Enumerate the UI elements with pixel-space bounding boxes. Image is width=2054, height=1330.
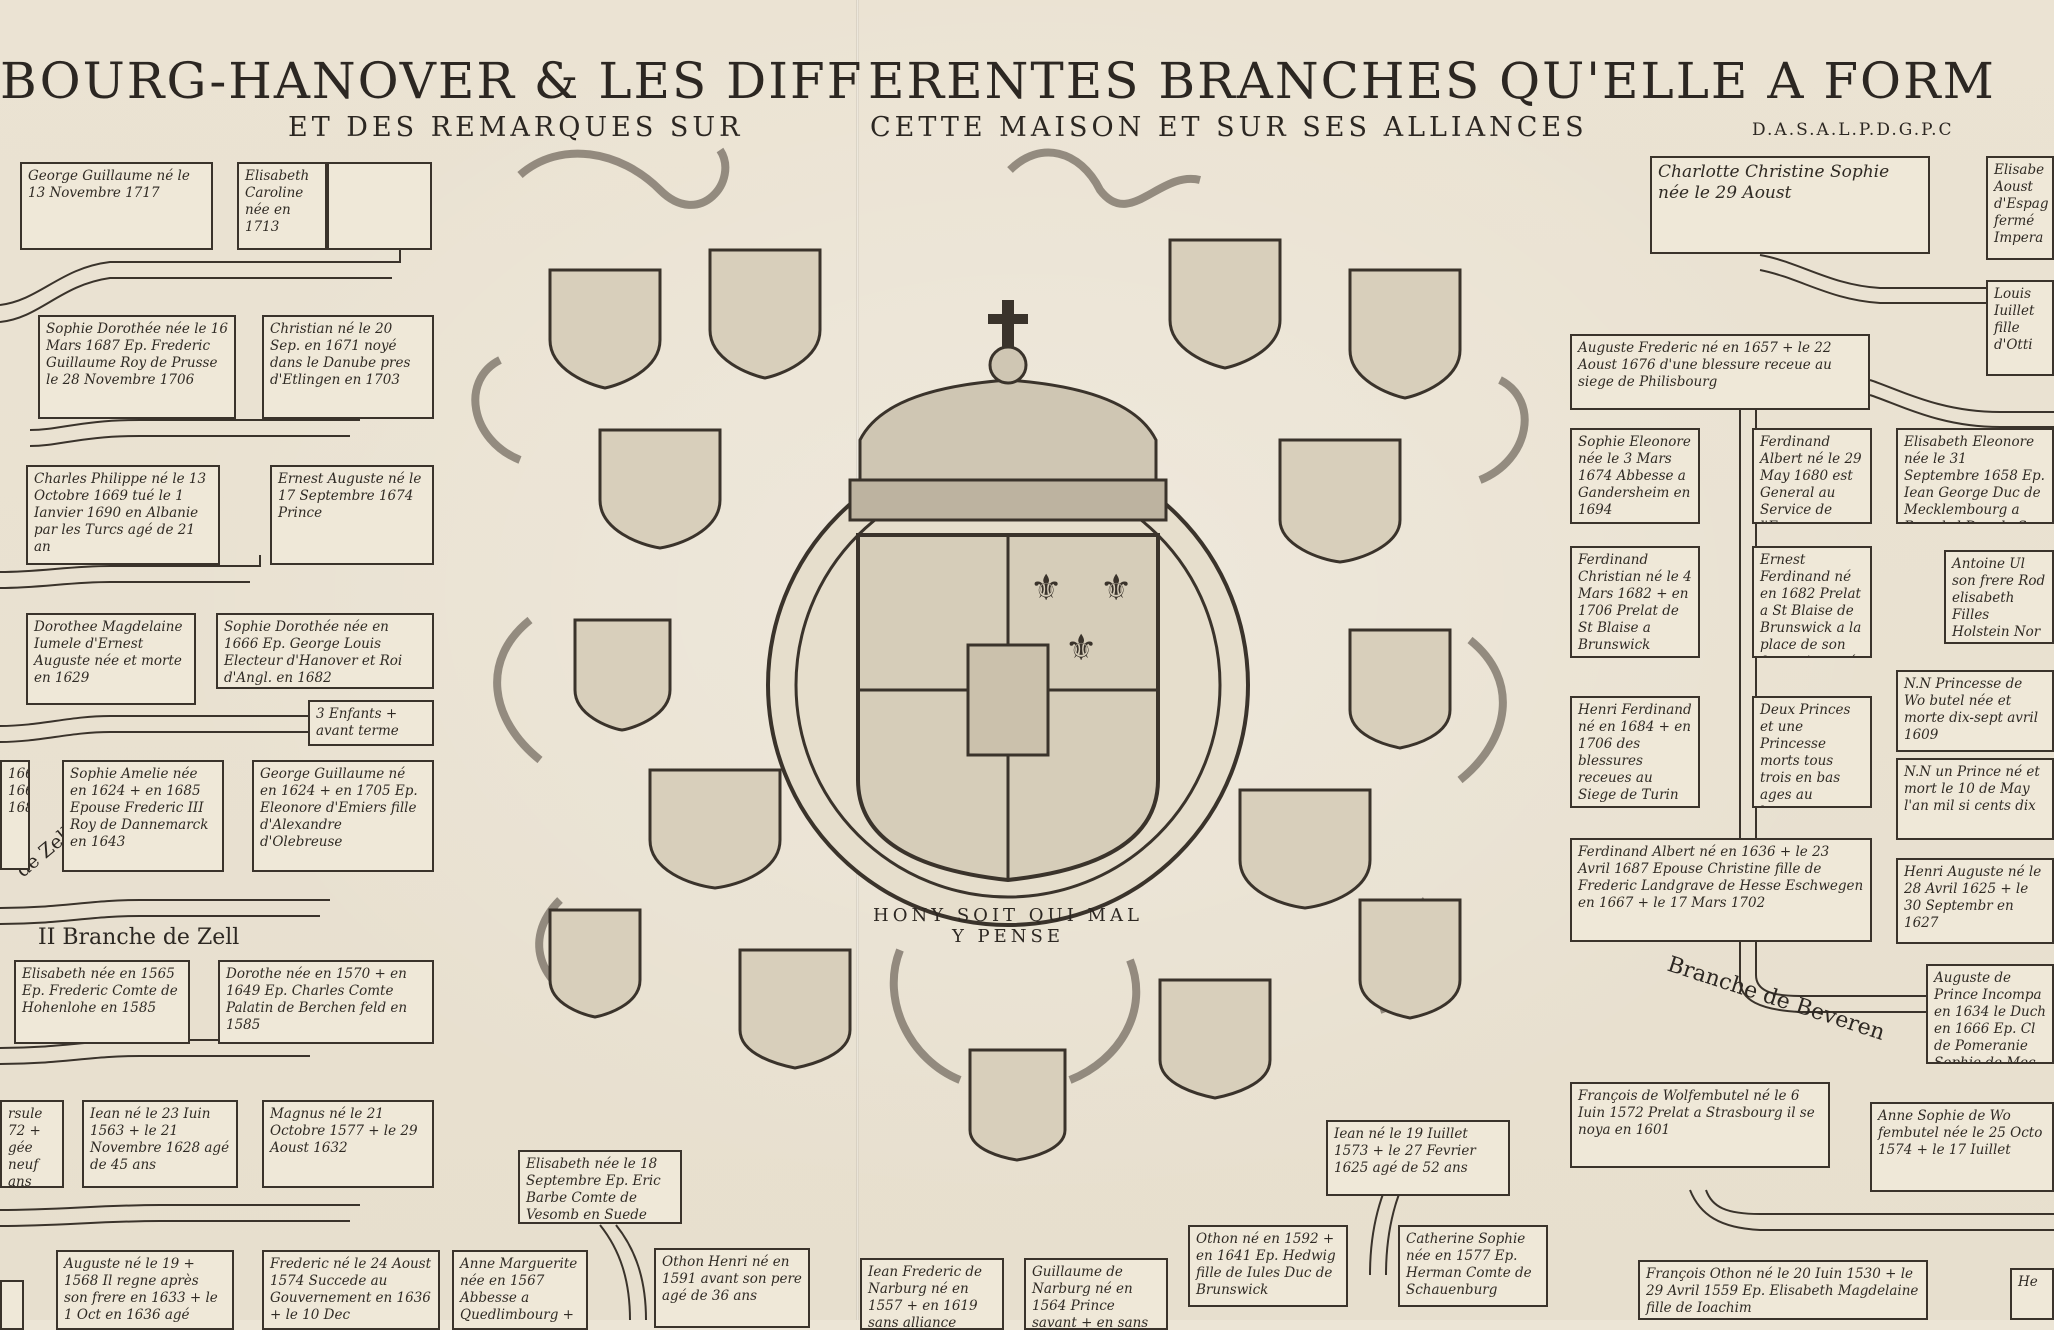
genealogy-box: Elisabeth née en 1565 Ep. Frederic Comte… xyxy=(14,960,190,1044)
genealogy-box: Auguste né le 19 + 1568 Il regne après s… xyxy=(56,1250,234,1330)
genealogy-box: Iean né le 19 Iuillet 1573 + le 27 Fevri… xyxy=(1326,1120,1510,1196)
subtitle-part-2: CETTE MAISON ET SUR SES ALLIANCES xyxy=(870,112,1588,143)
genealogy-box: Henri Auguste né le 28 Avril 1625 + le 3… xyxy=(1896,858,2054,944)
subtitle-initials: D.A.S.A.L.P.D.G.P.C xyxy=(1752,120,1954,140)
genealogy-box: Ernest Auguste né le 17 Septembre 1674 P… xyxy=(270,465,434,565)
genealogy-box: Dorothee Magdelaine Iumele d'Ernest Augu… xyxy=(26,613,196,705)
genealogy-box: N.N un Prince né et mort le 10 de May l'… xyxy=(1896,758,2054,840)
genealogy-box: Elisabeth née le 18 Septembre Ep. Eric B… xyxy=(518,1150,682,1224)
genealogy-box: François Othon né le 20 Iuin 1530 + le 2… xyxy=(1638,1260,1928,1320)
genealogy-box: Elisabeth Caroline née en 1713 xyxy=(237,162,327,250)
genealogy-box: Auguste de Prince Incompa en 1634 le Duc… xyxy=(1926,964,2054,1064)
svg-text:⚜: ⚜ xyxy=(1100,568,1132,609)
genealogy-box: 1665 1665 1685 xyxy=(0,760,30,870)
genealogy-box: François de Wolfembutel né le 6 Iuin 157… xyxy=(1570,1082,1830,1168)
genealogy-box: Iean Frederic de Narburg né en 1557 + en… xyxy=(860,1258,1004,1330)
genealogy-box: Elisabe Aoust d'Espag fermé Impera xyxy=(1986,156,2054,260)
subtitle-part-1: ET DES REMARQUES SUR xyxy=(288,112,744,143)
genealogy-box: George Guillaume né le 13 Novembre 1717 xyxy=(20,162,213,250)
genealogy-box: Charles Philippe né le 13 Octobre 1669 t… xyxy=(26,465,220,565)
genealogy-box: Ernest Ferdinand né en 1682 Prelat a St … xyxy=(1752,546,1872,658)
genealogy-box: Deux Princes et une Princesse morts tous… xyxy=(1752,696,1872,808)
svg-text:⚜: ⚜ xyxy=(1030,568,1062,609)
svg-text:⚜: ⚜ xyxy=(1065,628,1097,669)
genealogy-box: Dorothe née en 1570 + en 1649 Ep. Charle… xyxy=(218,960,434,1044)
genealogy-box: Othon né en 1592 + en 1641 Ep. Hedwig fi… xyxy=(1188,1225,1348,1307)
genealogy-box: Guillaume de Narburg né en 1564 Prince s… xyxy=(1024,1258,1168,1330)
genealogy-box: Antoine Ul son frere Rod elisabeth Fille… xyxy=(1944,550,2054,644)
genealogy-box xyxy=(327,162,432,250)
branch-label-zell: II Branche de Zell xyxy=(38,925,240,950)
genealogy-box: Auguste Frederic né en 1657 + le 22 Aous… xyxy=(1570,334,1870,410)
genealogy-box: Othon Henri né en 1591 avant son pere ag… xyxy=(654,1248,810,1328)
genealogy-box: Sophie Dorothée née en 1666 Ep. George L… xyxy=(216,613,434,689)
genealogy-box: N.N Princesse de Wo butel née et morte d… xyxy=(1896,670,2054,752)
genealogy-box: Sophie Eleonore née le 3 Mars 1674 Abbes… xyxy=(1570,428,1700,524)
genealogy-box: Christian né le 20 Sep. en 1671 noyé dan… xyxy=(262,315,434,419)
genealogy-box: Ferdinand Christian né le 4 Mars 1682 + … xyxy=(1570,546,1700,658)
genealogy-box: George Guillaume né en 1624 + en 1705 Ep… xyxy=(252,760,434,872)
genealogy-box: Anne Marguerite née en 1567 Abbesse a Qu… xyxy=(452,1250,588,1330)
page-title: BOURG-HANOVER & LES DIFF ERENTES BRANCHE… xyxy=(0,52,2054,112)
genealogy-box: Sophie Amelie née en 1624 + en 1685 Epou… xyxy=(62,760,224,872)
genealogy-box: Sophie Dorothée née le 16 Mars 1687 Ep. … xyxy=(38,315,236,419)
genealogy-box: rsule 72 + gée neuf ans xyxy=(0,1100,64,1188)
genealogy-box xyxy=(0,1280,24,1330)
genealogy-box: Iean né le 23 Iuin 1563 + le 21 Novembre… xyxy=(82,1100,238,1188)
genealogy-box: Louis Iuillet fille d'Otti xyxy=(1986,280,2054,376)
genealogy-box: Ferdinand Albert né le 29 May 1680 est G… xyxy=(1752,428,1872,524)
genealogy-box: Elisabeth Eleonore née le 31 Septembre 1… xyxy=(1896,428,2054,524)
genealogy-box: Ferdinand Albert né en 1636 + le 23 Avri… xyxy=(1570,838,1872,942)
title-part-1: BOURG-HANOVER & LES DIFF xyxy=(0,52,864,110)
genealogy-box: 3 Enfants + avant terme xyxy=(308,700,434,746)
genealogy-box: Anne Sophie de Wo fembutel née le 25 Oct… xyxy=(1870,1102,2054,1192)
genealogy-box: Henri Ferdinand né en 1684 + en 1706 des… xyxy=(1570,696,1700,808)
genealogy-box: Frederic né le 24 Aoust 1574 Succede au … xyxy=(262,1250,440,1330)
motto-garter: HONY SOIT QUI MAL Y PENSE xyxy=(873,905,1143,947)
genealogy-box: Charlotte Christine Sophie née le 29 Aou… xyxy=(1650,156,1930,254)
genealogy-box: Magnus né le 21 Octobre 1577 + le 29 Aou… xyxy=(262,1100,434,1188)
genealogy-box: He xyxy=(2010,1268,2054,1320)
genealogy-box: Catherine Sophie née en 1577 Ep. Herman … xyxy=(1398,1225,1548,1307)
title-part-2: ERENTES BRANCHES QU'ELLE A FORM xyxy=(868,52,1996,110)
